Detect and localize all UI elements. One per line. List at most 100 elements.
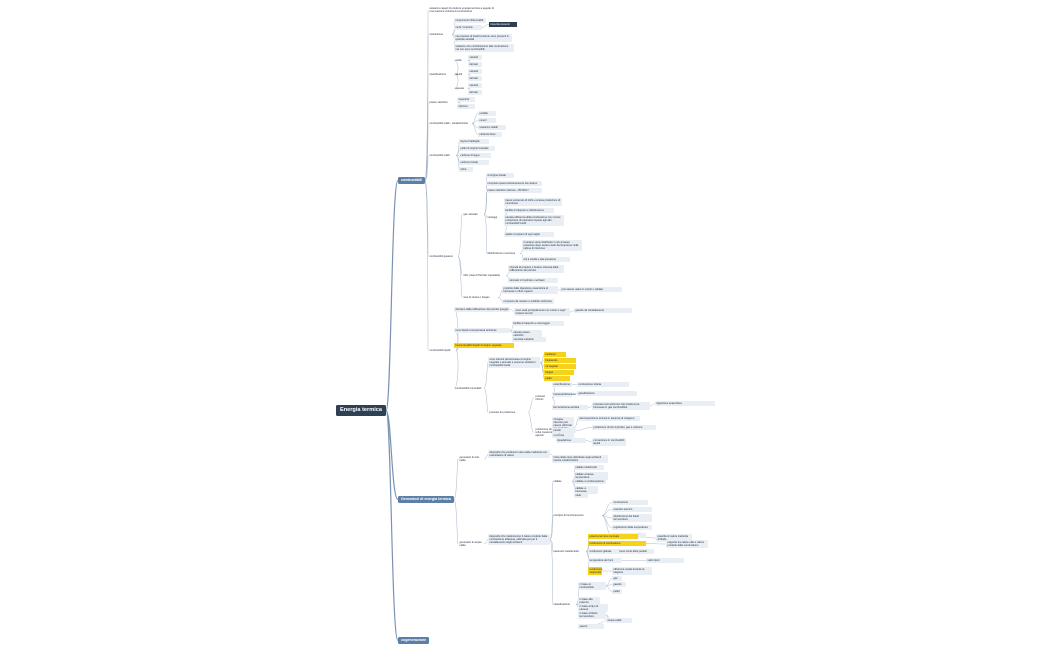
topic-gv-2[interactable]: facilità di trasporto e distribuzione: [504, 208, 554, 213]
topic-rp-2[interactable]: gassificazione: [577, 391, 637, 396]
root-topic[interactable]: Energia termica: [336, 405, 386, 416]
topic-cl-l1[interactable]: naturali: [468, 69, 482, 74]
topic-solidi[interactable]: combustibili solidi: [429, 153, 450, 157]
topic-gm-distrib[interactable]: distribuzione in tensione: [487, 251, 516, 255]
topic-gpl-1[interactable]: miscela di propano e butano ottenuta dal…: [508, 265, 564, 273]
topic-rp-4a[interactable]: decomposizione termica in assenza di oss…: [578, 416, 640, 421]
topic-parametri[interactable]: parametri caratteristici: [553, 549, 579, 553]
topic-potere[interactable]: potere calorifico: [429, 100, 448, 104]
topic-gpl-2[interactable]: stoccato in bombole o serbatoi: [508, 278, 558, 283]
topic-ri-y5[interactable]: pellet: [544, 376, 570, 381]
topic-rp-3[interactable]: digestione anaerobica: [655, 401, 715, 406]
topic-li-2c[interactable]: viscosità variabile: [512, 337, 546, 342]
topic-gm-1[interactable]: di origine fossile: [486, 173, 514, 178]
topic-cl-s1[interactable]: naturali: [468, 55, 482, 60]
topic-gm-vantaggi[interactable]: vantaggi: [487, 215, 498, 219]
topic-rp-2a[interactable]: processo termochimico che trasforma la b…: [592, 402, 650, 410]
topic-gm-3[interactable]: potere calorifico inferiore ~35 MJ/m³: [486, 188, 542, 193]
topic-so-5[interactable]: torba: [459, 167, 473, 172]
topic-li-2[interactable]: sono liquidi a temperatura ambiente: [454, 328, 510, 333]
topic-pa-3[interactable]: rendimento globale: [588, 549, 622, 554]
topic-cal-4[interactable]: caldaie a biomassa: [574, 486, 598, 494]
topic-cost-4[interactable]: sostanze che contribuiscono alla combust…: [454, 44, 514, 52]
topic-sc-2[interactable]: ceneri: [478, 118, 496, 123]
topic-gv-4[interactable]: adatto a impianti di ogni taglia: [504, 232, 554, 237]
topic-cl-gassosi[interactable]: gassosi: [455, 86, 465, 90]
topic-clf-1c[interactable]: pellet: [612, 589, 622, 594]
topic-pr-1[interactable]: combustione: [612, 500, 648, 505]
topic-principio[interactable]: principio di funzionamento: [553, 513, 584, 517]
topic-cost-2[interactable]: inerti / impurità: [454, 25, 482, 30]
topic-cl-solidi[interactable]: solidi: [455, 58, 462, 62]
topic-rp-chimici[interactable]: processi chimici: [535, 394, 546, 401]
topic-pa-5a[interactable]: efficienza media durante la stagione: [612, 567, 652, 575]
topic-gen-aria[interactable]: generatori di aria calda: [459, 455, 479, 462]
topic-li-1[interactable]: derivano dalla raffinazione del petrolio…: [454, 307, 510, 312]
topic-liquidi[interactable]: combustibili liquidi: [429, 348, 451, 352]
topic-gv-1[interactable]: basso contenuto di zolfo e scarsa produz…: [504, 198, 562, 206]
topic-ga-1[interactable]: l'aria calda viene distribuita negli amb…: [552, 455, 608, 463]
topic-clf-4a[interactable]: acqua calda: [606, 618, 632, 623]
topic-cal-3[interactable]: caldaie a condensazione: [574, 479, 606, 484]
topic-pr-3[interactable]: distribuzione del fluido termovettore: [612, 514, 652, 522]
topic-classificazione[interactable]: classificazione: [429, 72, 447, 76]
topic-gq-desc[interactable]: dispositivi che trasferiscono il calore …: [488, 534, 550, 546]
topic-cl-g1[interactable]: naturali: [468, 83, 482, 88]
topic-rp-3a[interactable]: produzione di biogas da reflui zootecnic…: [535, 427, 563, 438]
topic-ri-y3[interactable]: oli vegetali: [544, 364, 576, 369]
topic-pa-y1a[interactable]: quantità di calore trasferita al fluido: [656, 534, 692, 542]
topic-rp-5[interactable]: liquefazione: [556, 438, 586, 443]
topic-cal-1[interactable]: caldaie tradizionali: [574, 465, 604, 470]
topic-gd-1[interactable]: il metano viene distribuito in reti a ba…: [522, 240, 582, 252]
topic-rpc-3[interactable]: fermentazione alcolica: [552, 405, 588, 410]
topic-pa-y5[interactable]: rendimento stagionale: [588, 567, 603, 575]
topic-gpl[interactable]: GPL (Gas di Petrolio Liquefatto): [463, 273, 501, 277]
topic-cl-g2[interactable]: derivati: [468, 90, 482, 95]
topic-clf-2[interactable]: in base alla potenza: [578, 597, 600, 605]
topic-rinnovabili[interactable]: combustibili rinnovabili: [455, 386, 482, 390]
topic-gassosi[interactable]: combustibili gassosi: [429, 254, 453, 258]
topic-bg-3[interactable]: composto da metano e anidride carbonica: [502, 299, 554, 304]
topic-rpc-1[interactable]: esterificazione: [552, 382, 572, 387]
topic-rp-5a[interactable]: conversione in combustibili liquidi: [592, 438, 626, 446]
topic-intro[interactable]: sostanze capaci di produrre energia term…: [429, 6, 494, 13]
topic-clf-1a[interactable]: gas: [612, 576, 622, 581]
topic-sc-1[interactable]: umidità: [478, 111, 496, 116]
topic-gd-2[interactable]: reti a media e alta pressione: [522, 257, 570, 262]
topic-so-3[interactable]: carbone di legna: [459, 153, 491, 158]
topic-cl-l2[interactable]: derivati: [468, 76, 482, 81]
topic-cal-5[interactable]: stufe: [574, 493, 588, 498]
topic-pa-y1[interactable]: potenza termica nominale: [588, 534, 638, 539]
topic-pa-4[interactable]: temperatura dei fumi: [588, 558, 622, 563]
topic-cost-1[interactable]: componenti infiammabili: [454, 18, 486, 23]
topic-so-1[interactable]: legna di latifoglie: [459, 139, 489, 144]
main-branch-cogenerazione[interactable]: cogenerazione: [398, 637, 430, 644]
topic-gen-acqua[interactable]: generatori di acqua calda: [459, 540, 482, 547]
topic-gv-3[interactable]: elevata efficienza della combustione con…: [504, 215, 564, 227]
main-branch-combustibili[interactable]: combustibili: [398, 177, 426, 184]
topic-pr-4[interactable]: regolazione della temperatura: [612, 525, 652, 530]
topic-cal-2[interactable]: caldaie a bassa temperatura: [574, 472, 608, 480]
topic-bg-1[interactable]: prodotto dalla digestione anaerobica di …: [502, 286, 558, 294]
topic-pa-4a[interactable]: valori tipici: [646, 558, 684, 563]
topic-caldaie[interactable]: caldaie: [553, 479, 562, 483]
topic-rp-1[interactable]: combustione diretta: [577, 382, 629, 387]
topic-pa-y2[interactable]: rendimento di combustione: [588, 541, 646, 546]
topic-ga-desc[interactable]: dispositivi che producono aria calda med…: [488, 450, 550, 458]
topic-solidi-caratt[interactable]: combustibili solidi - caratteristiche: [429, 121, 469, 125]
topic-classific[interactable]: classificazione: [553, 602, 571, 606]
topic-sc-4[interactable]: carbonio fisso: [478, 132, 502, 137]
topic-clf-1[interactable]: in base al combustibile: [578, 582, 606, 590]
topic-cl-liquidi[interactable]: liquidi: [455, 72, 463, 76]
topic-pa-y2a[interactable]: rapporto tra calore utile e calore prodo…: [666, 540, 708, 548]
topic-li-1a[interactable]: sono usati principalmente nei motori e n…: [514, 308, 570, 316]
topic-li-y[interactable]: biocombustibili liquidi di origine veget…: [454, 343, 514, 348]
topic-rp-4b[interactable]: produzione di olio di pirolisi, gas e ca…: [592, 425, 656, 430]
topic-li-2a[interactable]: facilità di trasporto e stoccaggio: [512, 321, 564, 326]
topic-cl-s2[interactable]: derivati: [468, 62, 482, 67]
topic-ri-y1[interactable]: biodiesel: [544, 352, 566, 357]
topic-ri-proc[interactable]: processi di produzione: [489, 410, 516, 414]
topic-ri-desc[interactable]: sono ottenuti da biomassa di origine veg…: [488, 357, 540, 369]
topic-li-1b[interactable]: gasolio da riscaldamento: [574, 308, 632, 313]
topic-pot-2[interactable]: inferiore: [457, 104, 475, 109]
